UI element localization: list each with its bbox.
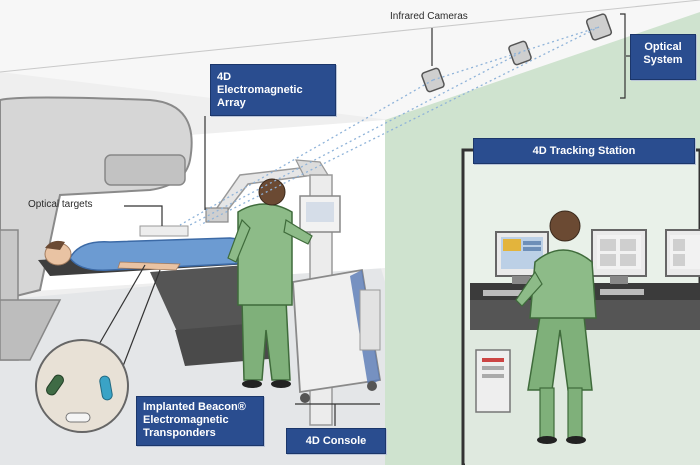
pc-tower	[475, 349, 511, 413]
leader-lines	[89, 13, 630, 426]
tracking-station-callout: 4D Tracking Station	[473, 138, 695, 164]
keyboard-left	[483, 290, 523, 296]
monitor-center	[591, 229, 647, 284]
camera-rays	[179, 26, 600, 226]
console-cart	[292, 174, 382, 426]
console-callout: 4D Console	[286, 428, 386, 454]
beacon-transponders-callout: Implanted Beacon® Electromagnetic Transp…	[136, 396, 264, 446]
em-array-panel	[139, 225, 189, 237]
patient-figure	[44, 225, 251, 271]
therapist-figure	[227, 178, 313, 388]
monitor-right	[665, 229, 700, 277]
electromagnetic-array-callout: 4D Electromagnetic Array	[210, 64, 336, 116]
infrared-cameras-label: Infrared Cameras	[390, 11, 468, 22]
optical-system-callout: Optical System	[630, 34, 696, 80]
beacon-magnifier	[35, 339, 129, 433]
keyboard-center	[600, 289, 644, 295]
operator-figure	[515, 210, 597, 444]
optical-targets-label: Optical targets	[28, 199, 93, 210]
ceiling-line	[0, 0, 700, 73]
